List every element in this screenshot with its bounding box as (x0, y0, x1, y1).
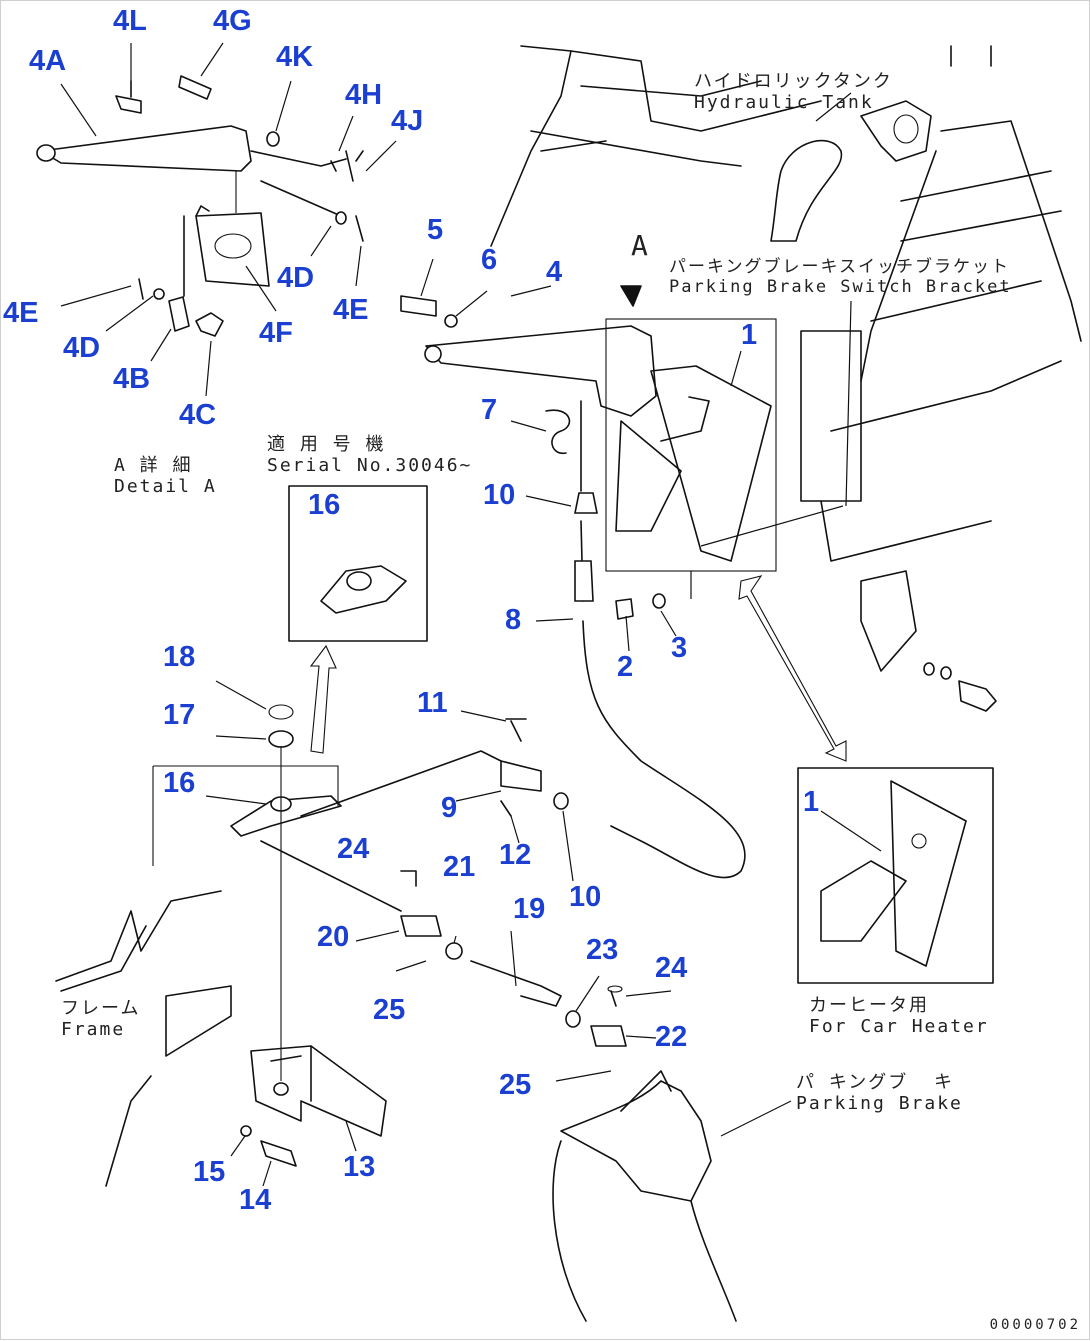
callout-4f: 4F (259, 317, 293, 349)
callout-2: 2 (617, 651, 634, 683)
cab-frame (490, 45, 1082, 672)
callout-10-top: 10 (483, 479, 516, 511)
callout-20: 20 (317, 921, 350, 953)
callout-4e-right: 4E (333, 294, 369, 326)
callout-12: 12 (499, 839, 532, 871)
label-view-a: A (631, 229, 650, 262)
serial-inset (288, 485, 428, 642)
parking-lever-assembly (400, 285, 746, 879)
switch-bracket-car-heater (797, 767, 994, 984)
label-for-car-heater: カーヒータ用 For Car Heater (809, 995, 989, 1038)
callout-25-right: 25 (499, 1069, 532, 1101)
callout-4g: 4G (213, 5, 252, 37)
callout-4d-left: 4D (63, 332, 101, 364)
callout-16-lower: 16 (163, 767, 196, 799)
callout-16-inset: 16 (308, 489, 341, 521)
label-parking-brake-switch-bracket: パーキングブレーキスイッチブラケット Parking Brake Switch … (669, 257, 1012, 298)
callout-18: 18 (163, 641, 196, 673)
callout-1-car-heater: 1 (803, 786, 820, 818)
callout-5: 5 (427, 214, 444, 246)
callout-8: 8 (505, 604, 522, 636)
callout-19: 19 (513, 893, 546, 925)
callout-13: 13 (343, 1151, 376, 1183)
callout-4l: 4L (113, 5, 147, 37)
callout-4c: 4C (179, 399, 217, 431)
switch-bracket-main (605, 318, 777, 572)
callout-1-main: 1 (741, 319, 758, 351)
leader-lines (60, 42, 997, 1187)
callout-25-left: 25 (373, 994, 406, 1026)
callout-4e-left: 4E (3, 297, 39, 329)
label-serial-number: 適 用 号 機 Serial No.30046~ (267, 434, 473, 477)
callout-24-right: 24 (655, 952, 688, 984)
callout-6: 6 (481, 244, 498, 276)
lower-linkage (55, 704, 737, 1322)
drawing-number: 00000702 (989, 1317, 1081, 1333)
callout-9: 9 (441, 792, 458, 824)
callout-4a: 4A (29, 45, 67, 77)
callout-24-left: 24 (337, 833, 370, 865)
callout-14: 14 (239, 1184, 272, 1216)
detail-a-assembly (36, 75, 364, 337)
callout-4h: 4H (345, 79, 383, 111)
callout-15: 15 (193, 1156, 226, 1188)
label-detail-a: A 詳 細 Detail A (114, 455, 217, 498)
callout-10-lower: 10 (569, 881, 602, 913)
callout-4k: 4K (276, 41, 314, 73)
callout-21: 21 (443, 851, 476, 883)
callout-4d-top: 4D (277, 262, 315, 294)
callout-22: 22 (655, 1021, 688, 1053)
label-hydraulic-tank: ハイドロリックタンク Hydraulic Tank (694, 71, 893, 114)
callout-3: 3 (671, 632, 688, 664)
callout-17: 17 (163, 699, 196, 731)
callout-7: 7 (481, 394, 498, 426)
label-frame: フレーム Frame (61, 998, 141, 1041)
callout-4: 4 (546, 256, 563, 288)
callout-11: 11 (417, 687, 448, 719)
callout-23: 23 (586, 934, 619, 966)
callout-4b: 4B (113, 363, 151, 395)
callout-4j: 4J (391, 105, 424, 137)
label-parking-brake: パ キングブ キ Parking Brake (796, 1072, 963, 1115)
